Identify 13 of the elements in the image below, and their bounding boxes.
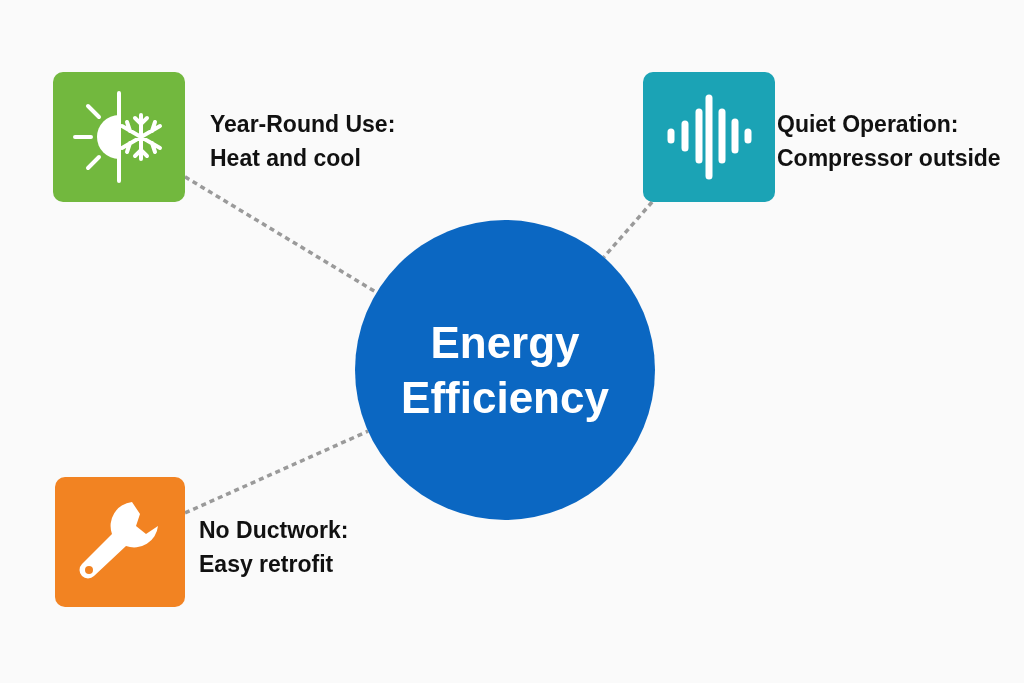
dotted-connector	[184, 429, 369, 515]
dotted-connector	[184, 175, 378, 294]
feature-tile	[643, 72, 775, 202]
feature-heading: No Ductwork:	[199, 516, 349, 545]
topic-circle: Energy Efficiency	[355, 220, 655, 520]
dotted-connector	[602, 200, 654, 259]
feature-tile	[53, 72, 185, 202]
feature-description: Heat and cool	[210, 144, 361, 173]
feature-description: Easy retrofit	[199, 550, 334, 579]
feature-description: Compressor outside	[777, 144, 1001, 173]
feature-heading: Year-Round Use:	[210, 110, 396, 139]
feature-heading: Quiet Operation:	[777, 110, 959, 139]
feature-tile	[55, 477, 185, 607]
